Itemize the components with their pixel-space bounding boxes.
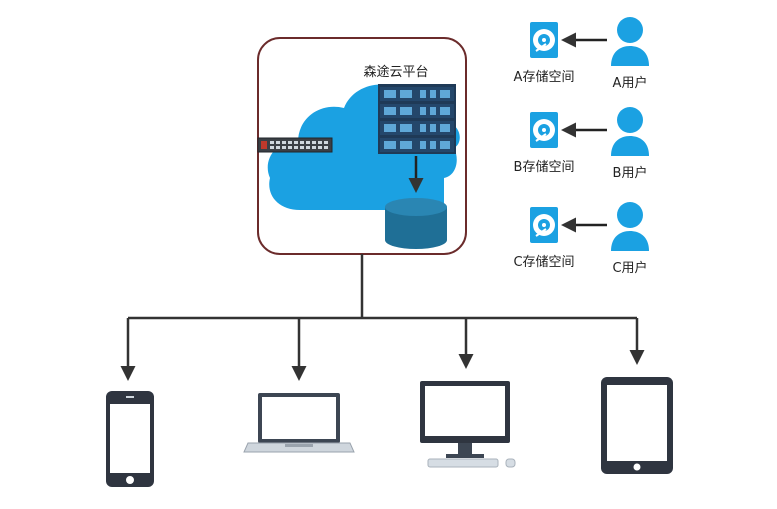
platform-title: 森途云平台 [363,64,428,80]
tablet-icon [601,377,673,474]
distribution-lines [120,254,645,381]
user-label: B用户 [613,165,648,181]
phone-icon [106,391,154,487]
storage-row-b: B存储空间 B用户 [514,107,649,181]
storage-label: A存储空间 [514,70,575,85]
storage-row-a: A存储空间 A用户 [514,17,649,91]
database-icon [385,198,447,249]
cloud-platform: 森途云平台 [257,37,467,255]
user-label: C用户 [612,260,647,276]
user-icon [611,17,649,66]
hard-drive-icon [530,22,558,58]
hard-drive-icon [530,207,558,243]
user-icon [611,107,649,156]
storage-row-c: C存储空间 C用户 [513,202,649,276]
user-label: A用户 [613,75,648,91]
laptop-icon [243,393,355,453]
network-switch-icon [257,137,333,153]
storage-label: B存储空间 [514,160,575,175]
server-rack-icon [378,84,456,154]
storage-label: C存储空间 [513,255,574,270]
desktop-monitor-icon [420,381,516,468]
user-icon [611,202,649,251]
hard-drive-icon [530,112,558,148]
